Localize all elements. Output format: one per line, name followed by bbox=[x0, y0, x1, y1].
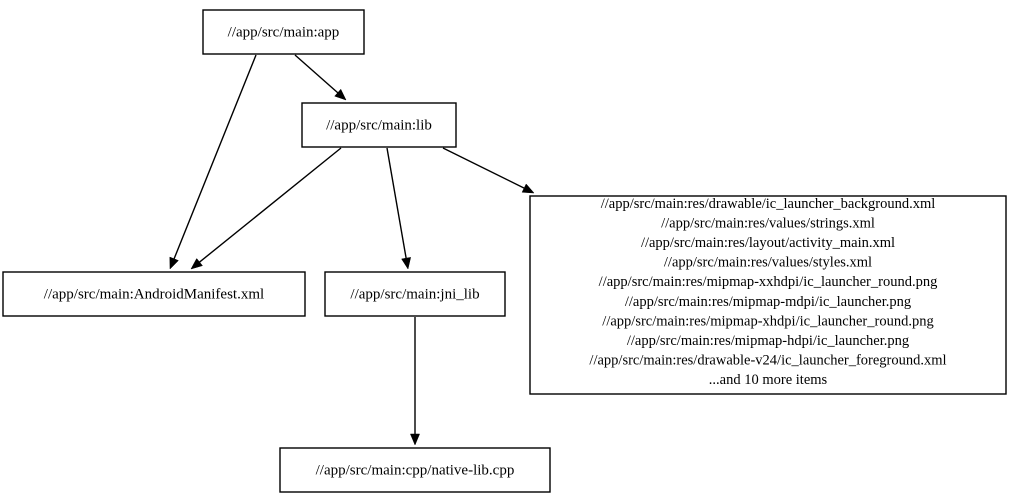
node-label-line: //app/src/main:res/drawable-v24/ic_launc… bbox=[589, 353, 946, 369]
edge-line bbox=[442, 147, 525, 189]
node-label-line: //app/src/main:res/mipmap-xhdpi/ic_launc… bbox=[602, 313, 933, 329]
node-box[interactable] bbox=[202, 9, 365, 55]
node-label-multiline: //app/src/main:res/drawable/ic_launcher_… bbox=[589, 196, 946, 388]
node-app[interactable]: //app/src/main:app bbox=[202, 9, 365, 55]
edge-line bbox=[386, 147, 407, 259]
edge-app-to-lib bbox=[294, 54, 347, 101]
node-label: //app/src/main:AndroidManifest.xml bbox=[44, 286, 264, 302]
node-lib[interactable]: //app/src/main:lib bbox=[301, 102, 457, 148]
node-native_lib[interactable]: //app/src/main:cpp/native-lib.cpp bbox=[279, 447, 551, 493]
node-jni_lib[interactable]: //app/src/main:jni_lib bbox=[324, 271, 506, 317]
edge-lib-to-manifest bbox=[190, 147, 342, 270]
node-label-line: //app/src/main:res/mipmap-xxhdpi/ic_laun… bbox=[599, 274, 938, 290]
node-label-line: //app/src/main:res/layout/activity_main.… bbox=[641, 235, 895, 251]
node-label-line: //app/src/main:res/values/styles.xml bbox=[664, 255, 872, 271]
node-box[interactable] bbox=[529, 195, 1007, 395]
arrowhead-icon bbox=[190, 258, 203, 270]
node-box[interactable] bbox=[2, 271, 306, 317]
edge-app-to-manifest bbox=[169, 54, 257, 270]
node-manifest[interactable]: //app/src/main:AndroidManifest.xml bbox=[2, 271, 306, 317]
arrowhead-icon bbox=[401, 257, 411, 270]
node-label: //app/src/main:app bbox=[228, 24, 340, 40]
nodes-layer: //app/src/main:app //app/src/main:lib //ap… bbox=[2, 9, 1007, 493]
node-box[interactable] bbox=[324, 271, 506, 317]
arrowhead-icon bbox=[410, 433, 420, 446]
arrowhead-icon bbox=[169, 256, 179, 270]
node-label: //app/src/main:lib bbox=[326, 117, 432, 133]
arrowhead-icon bbox=[334, 88, 347, 101]
edge-line bbox=[294, 54, 339, 94]
node-label-line: //app/src/main:res/drawable/ic_launcher_… bbox=[601, 196, 936, 212]
node-label-line: ...and 10 more items bbox=[709, 372, 828, 388]
node-label: //app/src/main:cpp/native-lib.cpp bbox=[316, 462, 515, 478]
node-resources[interactable]: //app/src/main:res/drawable/ic_launcher_… bbox=[529, 195, 1007, 395]
arrowhead-icon bbox=[521, 183, 535, 194]
edge-line bbox=[173, 54, 257, 260]
edges-layer bbox=[169, 54, 535, 446]
node-label-line: //app/src/main:res/mipmap-hdpi/ic_launch… bbox=[627, 333, 909, 349]
edge-line bbox=[199, 147, 342, 263]
edge-lib-to-resources bbox=[442, 147, 535, 194]
edge-jni_lib-to-native_lib bbox=[410, 317, 420, 446]
node-box[interactable] bbox=[301, 102, 457, 148]
edge-lib-to-jni_lib bbox=[386, 147, 411, 270]
node-label-line: //app/src/main:res/mipmap-mdpi/ic_launch… bbox=[625, 294, 911, 310]
node-box[interactable] bbox=[279, 447, 551, 493]
node-label-line: //app/src/main:res/values/strings.xml bbox=[661, 215, 875, 231]
node-label: //app/src/main:jni_lib bbox=[350, 286, 479, 302]
